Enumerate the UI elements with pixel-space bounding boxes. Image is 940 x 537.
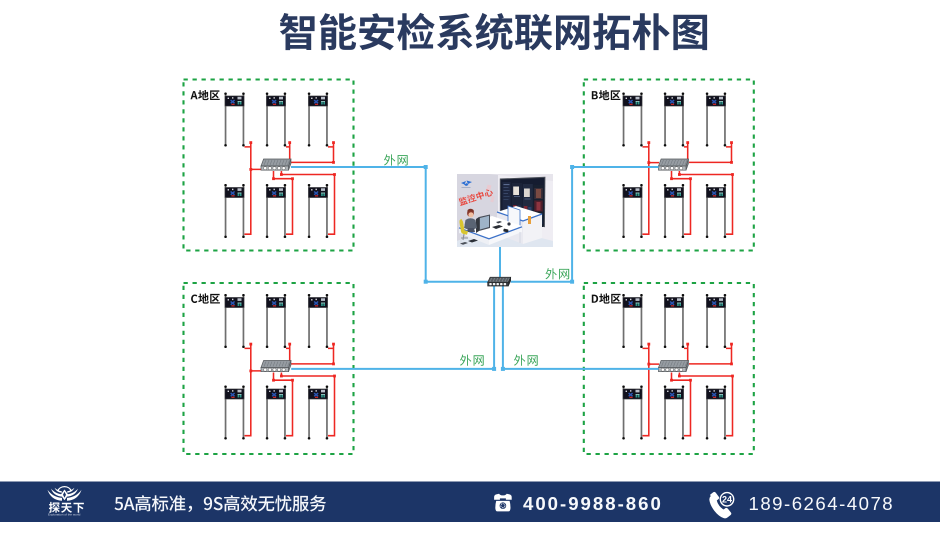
svg-text:400-9988-860: 400-9988-860 xyxy=(523,493,663,514)
svg-text:Exploration of the world: Exploration of the world xyxy=(48,513,81,517)
svg-text:24: 24 xyxy=(722,495,732,505)
svg-text:189-6264-4078: 189-6264-4078 xyxy=(749,493,895,514)
